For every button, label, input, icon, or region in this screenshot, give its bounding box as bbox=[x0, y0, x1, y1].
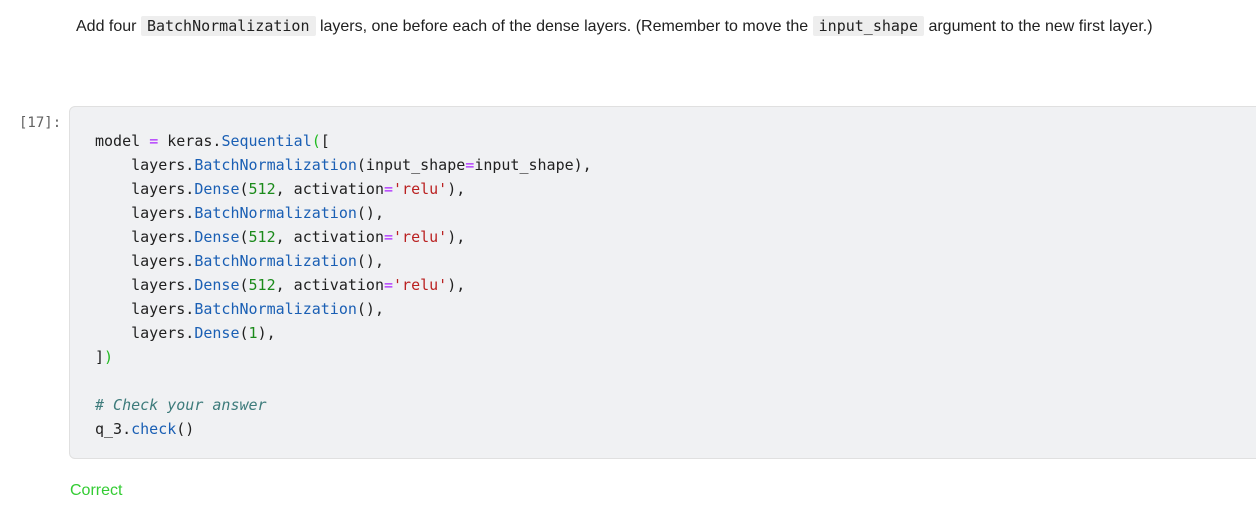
code-token: check bbox=[131, 420, 177, 438]
code-line: layers.Dense(1), bbox=[95, 321, 592, 345]
code-token: BatchNormalization bbox=[194, 252, 357, 270]
code-token: 'relu' bbox=[393, 276, 448, 294]
code-cell[interactable]: model = keras.Sequential([ layers.BatchN… bbox=[69, 106, 1256, 459]
code-token: # Check your answer bbox=[95, 396, 267, 414]
code-token: ( bbox=[239, 324, 249, 342]
code-token: (), bbox=[356, 300, 384, 318]
code-token: = bbox=[384, 276, 394, 294]
code-token: ), bbox=[447, 180, 466, 198]
code-token: = bbox=[384, 180, 394, 198]
code-token: ( bbox=[239, 228, 249, 246]
code-token: input_shape), bbox=[474, 156, 592, 174]
code-token: = bbox=[384, 228, 394, 246]
code-token: 'relu' bbox=[393, 180, 448, 198]
code-token: layers. bbox=[95, 324, 195, 342]
code-token: , activation bbox=[275, 276, 384, 294]
code-token: ( bbox=[239, 276, 249, 294]
markdown-instructions: Add four BatchNormalization layers, one … bbox=[76, 14, 1153, 39]
code-token: Dense bbox=[194, 180, 240, 198]
code-editor[interactable]: model = keras.Sequential([ layers.BatchN… bbox=[95, 129, 592, 441]
code-token: Dense bbox=[194, 276, 240, 294]
code-token: Dense bbox=[194, 228, 240, 246]
code-token: layers. bbox=[95, 300, 195, 318]
code-token: BatchNormalization bbox=[194, 300, 357, 318]
code-token: ), bbox=[447, 228, 466, 246]
code-token: () bbox=[176, 420, 195, 438]
code-token: BatchNormalization bbox=[194, 156, 357, 174]
code-line: ]) bbox=[95, 345, 592, 369]
code-line: layers.BatchNormalization(), bbox=[95, 201, 592, 225]
code-token: = bbox=[465, 156, 475, 174]
code-line: layers.Dense(512, activation='relu'), bbox=[95, 273, 592, 297]
inline-code: BatchNormalization bbox=[140, 16, 316, 36]
code-token: ) bbox=[104, 348, 114, 366]
code-line: q_3.check() bbox=[95, 417, 592, 441]
code-token: 512 bbox=[248, 228, 276, 246]
code-line: model = keras.Sequential([ bbox=[95, 129, 592, 153]
code-token: ), bbox=[447, 276, 466, 294]
code-line: layers.Dense(512, activation='relu'), bbox=[95, 225, 592, 249]
code-token: keras. bbox=[158, 132, 222, 150]
code-token: Dense bbox=[194, 324, 240, 342]
code-line: layers.Dense(512, activation='relu'), bbox=[95, 177, 592, 201]
code-token: ), bbox=[257, 324, 276, 342]
md-text: layers, one before each of the dense lay… bbox=[315, 18, 813, 35]
code-line: # Check your answer bbox=[95, 393, 592, 417]
code-token: layers. bbox=[95, 204, 195, 222]
code-token: ( bbox=[311, 132, 321, 150]
code-token: = bbox=[149, 132, 159, 150]
code-line bbox=[95, 369, 592, 393]
code-line: layers.BatchNormalization(input_shape=in… bbox=[95, 153, 592, 177]
code-token: Sequential bbox=[221, 132, 312, 150]
inline-code: input_shape bbox=[812, 16, 924, 36]
execution-count: [17]: bbox=[19, 115, 62, 131]
code-line: layers.BatchNormalization(), bbox=[95, 297, 592, 321]
code-token: ( bbox=[239, 180, 249, 198]
code-token: layers. bbox=[95, 276, 195, 294]
code-token: , activation bbox=[275, 180, 384, 198]
code-line: layers.BatchNormalization(), bbox=[95, 249, 592, 273]
code-token: layers. bbox=[95, 156, 195, 174]
code-token: q_3. bbox=[95, 420, 132, 438]
code-token: layers. bbox=[95, 252, 195, 270]
code-token: 512 bbox=[248, 180, 276, 198]
code-token: [ bbox=[320, 132, 330, 150]
code-token: 'relu' bbox=[393, 228, 448, 246]
code-token: model bbox=[95, 132, 150, 150]
code-token: layers. bbox=[95, 180, 195, 198]
md-text: Add four bbox=[76, 18, 141, 35]
code-token: BatchNormalization bbox=[194, 204, 357, 222]
code-token: 1 bbox=[248, 324, 258, 342]
code-token: layers. bbox=[95, 228, 195, 246]
code-token: 512 bbox=[248, 276, 276, 294]
code-token: ] bbox=[95, 348, 105, 366]
code-token: , activation bbox=[275, 228, 384, 246]
code-token: (input_shape bbox=[356, 156, 466, 174]
code-token: (), bbox=[356, 252, 384, 270]
code-token: (), bbox=[356, 204, 384, 222]
output-result: Correct bbox=[70, 482, 123, 499]
md-text: argument to the new first layer.) bbox=[924, 18, 1153, 35]
